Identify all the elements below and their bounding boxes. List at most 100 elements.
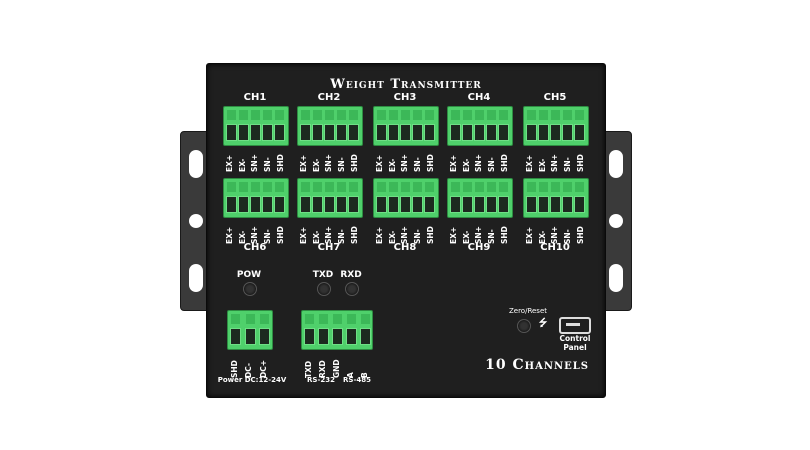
terminal-screw[interactable] — [412, 196, 423, 213]
terminal-screw[interactable] — [538, 196, 549, 213]
channel-pins: EX+EX-SN+SN-SHD — [373, 218, 437, 244]
channel-terminal-block[interactable] — [297, 106, 363, 146]
terminal-screw[interactable] — [300, 124, 311, 141]
terminal-screw[interactable] — [388, 196, 399, 213]
terminal-screw[interactable] — [526, 124, 537, 141]
terminal-screw[interactable] — [226, 124, 237, 141]
pow-led-label: POW — [236, 270, 262, 280]
pin-label: EX- — [237, 158, 247, 172]
terminal-screw[interactable] — [229, 328, 241, 345]
terminal-screw[interactable] — [450, 124, 461, 141]
channel-terminal-block[interactable] — [523, 178, 589, 218]
channel-terminal-block[interactable] — [523, 106, 589, 146]
terminal-screw[interactable] — [345, 328, 357, 345]
txd-led — [317, 282, 331, 296]
terminal-screw[interactable] — [303, 328, 315, 345]
terminal-screw[interactable] — [550, 196, 561, 213]
terminal-screw[interactable] — [359, 328, 371, 345]
terminal-screw[interactable] — [400, 124, 411, 141]
terminal-screw[interactable] — [538, 124, 549, 141]
terminal-screw[interactable] — [376, 124, 387, 141]
terminal-screw[interactable] — [574, 196, 585, 213]
terminal-screw[interactable] — [486, 196, 497, 213]
terminal-screw[interactable] — [474, 196, 485, 213]
pin-label: RXD — [317, 360, 327, 378]
terminal-screw[interactable] — [317, 328, 329, 345]
terminal-screw[interactable] — [300, 196, 311, 213]
channel-terminal-block[interactable] — [223, 106, 289, 146]
pin-label: SHD — [576, 154, 586, 172]
terminal-screw[interactable] — [259, 328, 271, 345]
terminal-screw[interactable] — [336, 124, 347, 141]
pin-label: SHD — [350, 226, 360, 244]
usb-port[interactable] — [559, 317, 591, 334]
terminal-screw[interactable] — [424, 124, 435, 141]
terminal-screw[interactable] — [312, 196, 323, 213]
terminal-screw[interactable] — [226, 196, 237, 213]
channel-terminal-block[interactable] — [223, 178, 289, 218]
terminal-cap — [575, 110, 584, 120]
terminal-screw[interactable] — [262, 124, 273, 141]
terminal-screw[interactable] — [336, 196, 347, 213]
terminal-screw[interactable] — [348, 124, 359, 141]
terminal-screw[interactable] — [238, 196, 249, 213]
terminal-screw[interactable] — [474, 124, 485, 141]
channel-label: CH2 — [317, 92, 341, 103]
pin-label: DC+ — [259, 359, 269, 378]
channel-terminal-block[interactable] — [373, 178, 439, 218]
zero-reset-button[interactable] — [517, 319, 531, 333]
pin-label: SN- — [337, 157, 347, 172]
terminal-screw[interactable] — [562, 124, 573, 141]
channel-pins: EX+EX-SN+SN-SHD — [223, 146, 287, 172]
terminal-screw[interactable] — [498, 196, 509, 213]
terminal-screw[interactable] — [574, 124, 585, 141]
pin-label: GND — [331, 359, 341, 378]
terminal-screw[interactable] — [486, 124, 497, 141]
terminal-screw[interactable] — [462, 196, 473, 213]
usb-symbol-icon: ⭍ — [538, 318, 548, 329]
terminal-screw[interactable] — [324, 196, 335, 213]
channels-count-label: 10 Channels — [485, 357, 589, 373]
terminal-screw[interactable] — [244, 328, 256, 345]
terminal-screw[interactable] — [348, 196, 359, 213]
power-terminal-block[interactable] — [227, 310, 273, 350]
terminal-screw[interactable] — [312, 124, 323, 141]
terminal-screw[interactable] — [424, 196, 435, 213]
channel-terminal-block[interactable] — [447, 106, 513, 146]
terminal-screw[interactable] — [250, 124, 261, 141]
pin-label: TXD — [303, 360, 313, 378]
terminal-screw[interactable] — [274, 196, 285, 213]
pin-label: EX+ — [448, 154, 458, 172]
terminal-cap — [301, 110, 310, 120]
pin-label: SN- — [263, 229, 273, 244]
terminal-screw[interactable] — [376, 196, 387, 213]
terminal-screw[interactable] — [262, 196, 273, 213]
terminal-screw[interactable] — [250, 196, 261, 213]
terminal-screw[interactable] — [324, 124, 335, 141]
terminal-cap — [318, 314, 328, 324]
terminal-screw[interactable] — [450, 196, 461, 213]
terminal-screw[interactable] — [388, 124, 399, 141]
pin-label: SN+ — [324, 154, 334, 172]
terminal-screw[interactable] — [462, 124, 473, 141]
terminal-cap — [377, 182, 386, 192]
terminal-screw[interactable] — [274, 124, 285, 141]
channel-terminal-block[interactable] — [373, 106, 439, 146]
terminal-cap — [301, 182, 310, 192]
pin-label: EX- — [237, 230, 247, 244]
terminal-screw[interactable] — [400, 196, 411, 213]
terminal-cap — [551, 182, 560, 192]
channel-terminal-block[interactable] — [447, 178, 513, 218]
comm-terminal-block[interactable] — [301, 310, 373, 350]
terminal-screw[interactable] — [238, 124, 249, 141]
channel-terminal-block[interactable] — [297, 178, 363, 218]
terminal-screw[interactable] — [562, 196, 573, 213]
terminal-screw[interactable] — [412, 124, 423, 141]
terminal-screw[interactable] — [498, 124, 509, 141]
terminal-screw[interactable] — [331, 328, 343, 345]
terminal-cap — [227, 110, 236, 120]
pin-label: EX+ — [374, 226, 384, 244]
terminal-screw[interactable] — [526, 196, 537, 213]
terminal-screw[interactable] — [550, 124, 561, 141]
terminal-cap — [251, 182, 260, 192]
